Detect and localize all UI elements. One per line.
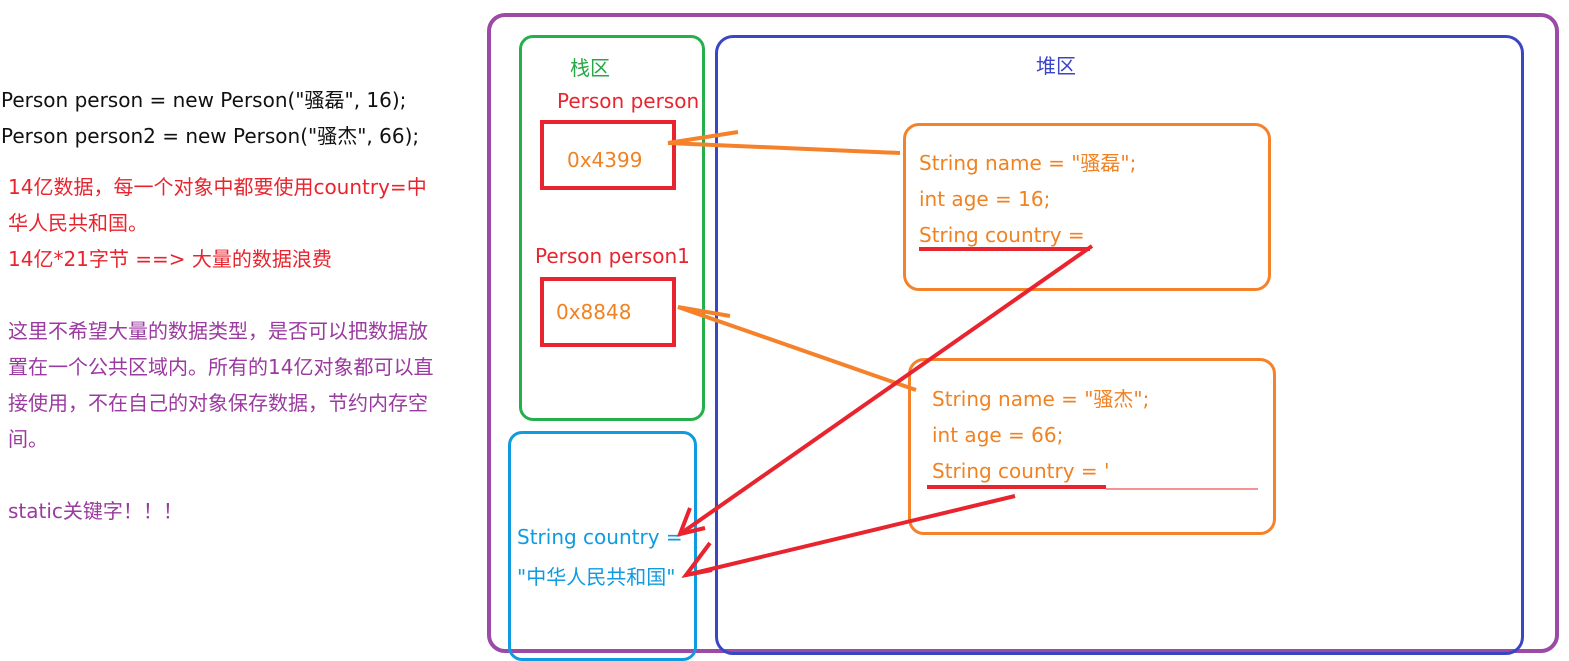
country-ref-object1-arrowhead — [676, 507, 706, 537]
note-red-line-3: 14亿*21字节 ==> 大量的数据浪费 — [8, 247, 332, 271]
heap-title: 堆区 — [1036, 54, 1076, 78]
heap-object-1 — [903, 123, 1271, 291]
note-red-line-1: 14亿数据，每一个对象中都要使用country=中 — [8, 175, 427, 199]
stack-title: 栈区 — [570, 56, 610, 80]
stack-var2-label: Person person1 — [535, 244, 690, 268]
pointer-person-arrowhead — [667, 130, 739, 145]
country-ref-object1-to-static — [678, 244, 1094, 536]
note-purple-line-4: 间。 — [8, 427, 48, 451]
stack-var2-address-box — [540, 277, 676, 347]
note-purple-line-3: 接使用，不在自己的对象保存数据，节约内存空 — [8, 391, 428, 415]
static-country-line-1: String country = — [517, 525, 683, 549]
note-static-keyword: static关键字！！！ — [8, 499, 183, 523]
stack-var1-label: Person person — [557, 89, 700, 113]
pointer-person1-arrowhead — [677, 305, 731, 318]
pointer-person1-to-object2 — [677, 305, 917, 392]
code-line-1: Person person = new Person("骚磊", 16); — [1, 88, 407, 112]
static-country-line-2: "中华人民共和国" — [517, 565, 676, 589]
object2-age-field: int age = 66; — [932, 423, 1064, 447]
note-red-line-2: 华人民共和国。 — [8, 211, 148, 235]
pointer-person-to-object1 — [667, 141, 901, 155]
note-purple-line-2: 置在一个公共区域内。所有的14亿对象都可以直 — [8, 355, 434, 379]
object1-name-field: String name = "骚磊"; — [919, 151, 1137, 175]
country-ref-object2-to-static — [685, 494, 1016, 577]
object2-country-field: String country = ' — [932, 459, 1110, 483]
stack-var1-address-box — [540, 120, 676, 190]
arrows-overlay — [667, 130, 1258, 578]
object1-age-field: int age = 16; — [919, 187, 1051, 211]
stack-var2-address: 0x8848 — [556, 300, 632, 324]
note-purple-line-1: 这里不希望大量的数据类型，是否可以把数据放 — [8, 319, 428, 343]
object2-name-field: String name = "骚杰"; — [932, 387, 1150, 411]
stack-region — [519, 35, 705, 421]
stack-var1-address: 0x4399 — [567, 148, 643, 172]
heap-object-2 — [908, 358, 1276, 535]
code-line-2: Person person2 = new Person("骚杰", 66); — [1, 124, 420, 148]
country-ref-object2-arrowhead — [681, 541, 713, 578]
object1-country-field: String country = — [919, 223, 1085, 247]
